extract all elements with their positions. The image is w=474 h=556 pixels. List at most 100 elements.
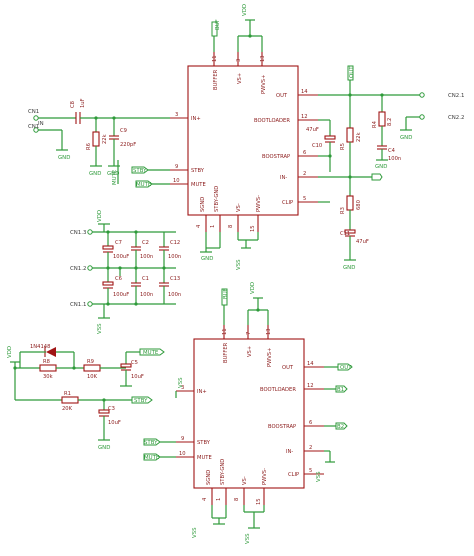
r1-value: 20K — [62, 406, 73, 412]
ic2-pin-num-in-minus: 2 — [309, 445, 312, 451]
c1-ref: C1 — [142, 276, 149, 282]
ic2-label-vs-plus: VS+ — [247, 346, 253, 357]
ic1-pin-num-clip: 5 — [303, 196, 306, 202]
r1-ref: R1 — [64, 391, 71, 397]
net-label-vss-ic1: VSS — [236, 259, 242, 270]
c11-ref: C11 — [340, 231, 350, 237]
ic1-label-pwvs-minus: PWVS- — [256, 195, 262, 212]
ic1-bottom-wiring: GND VSS — [200, 232, 259, 270]
net-label-gnd-c4: GND — [375, 164, 387, 170]
c8-value: 1uF — [80, 98, 86, 108]
ic2-pin-num-out: 14 — [307, 361, 314, 367]
net-label-stby-1: STBY — [133, 168, 147, 174]
ic1-control-flags: STBY MUTE MUTE — [112, 160, 170, 188]
r8-value: 30k — [43, 374, 53, 380]
c9-ref: C9 — [120, 128, 127, 134]
net-label-vss-ic2-a: VSS — [192, 527, 198, 538]
net-label-mute-1: MUTE — [136, 182, 152, 188]
ic2-label-boostrap: BOOSTRAP — [268, 424, 296, 430]
net-label-gnd-c9: GND — [107, 171, 119, 177]
ic1-label-sgnd: SGND — [200, 197, 206, 212]
r3-ref: R3 — [340, 207, 346, 214]
ic2-label-clip: CLIP — [288, 472, 299, 478]
ic1-label-boostrap: BOOSTRAP — [262, 154, 290, 160]
r9-value: 10K — [87, 374, 98, 380]
net-label-mute-timing: MUTE — [143, 350, 159, 356]
ic2-wiring: BUF VDD VSS VSS VSS STBY MUTE OUT B1 — [143, 282, 353, 544]
ic1-label-in-minus: IN- — [280, 175, 287, 181]
ic2-pin-num-buffer: 11 — [222, 328, 228, 335]
ic1-pin-num-boostrap: 6 — [303, 150, 306, 156]
c1-value: 100n — [140, 292, 153, 298]
ic2-label-out: OUT — [282, 365, 294, 371]
net-label-vdd-timing: VDD — [7, 346, 13, 358]
r9-ref: R9 — [87, 359, 94, 365]
net-label-mute-2: MUTE — [144, 455, 160, 461]
connector-label-cn1-3: CN1.3 — [70, 230, 86, 236]
c5-ref: C5 — [131, 360, 138, 366]
ic2-pin-num-stby: 9 — [181, 436, 184, 442]
ic1-pin-num-vs-plus: 3 — [236, 59, 242, 62]
d1-value: 1N4148 — [30, 344, 50, 350]
r4-value: 8.2 — [387, 118, 393, 126]
net-label-in: IN — [38, 121, 44, 127]
c5-value: 10uF — [131, 374, 144, 380]
r8-ref: R8 — [43, 359, 50, 365]
r3-value: 680 — [356, 200, 362, 210]
ic2-label-stby-gnd: STBY-GND — [220, 459, 226, 485]
net-label-out-2: OUT — [340, 365, 352, 371]
connector-label-cn1-1: CN1.1 — [70, 302, 86, 308]
ic2-label-pwvs-plus: PWVS+ — [267, 348, 273, 367]
c6-value: 100uF — [113, 292, 129, 298]
ic1-pin-num-in-plus: 3 — [175, 112, 178, 118]
ic2-pin-num-pwvs-minus: 15 — [256, 498, 262, 505]
ic1-pin-num-pwvs-minus: 15 — [250, 225, 256, 232]
ic2-pin-num-vs-plus: 7 — [246, 332, 252, 335]
ic2-label-sgnd: SGND — [206, 470, 212, 485]
net-label-vdd-1: VDD — [242, 4, 248, 16]
ic2-pin-num-mute: 10 — [179, 451, 186, 457]
c7-value: 100uF — [113, 254, 129, 260]
c13-ref: C13 — [170, 276, 180, 282]
net-label-vss-inminus2: VSS — [316, 471, 322, 482]
ic1-label-mute: MUTE — [191, 182, 206, 188]
c4-value: 100n — [388, 156, 401, 162]
ic1-pin-num-buffer: 11 — [212, 55, 218, 62]
ic2-label-mute: MUTE — [197, 455, 212, 461]
ic2-pin-num-bootloader: 12 — [307, 383, 314, 389]
c11-value: 47uF — [356, 239, 369, 245]
ic2-label-bootloader: BOOTLOADER — [260, 387, 296, 393]
r5-ref: R5 — [340, 143, 346, 150]
connector-label-cn1-2: CN1.2 — [70, 266, 86, 272]
ic2-pin-num-vs-minus: 8 — [234, 498, 240, 501]
ic2-label-stby: STBY — [197, 440, 211, 446]
ic2-label-vs-minus: VS- — [242, 476, 248, 485]
net-label-vdd-bank: VDD — [97, 210, 103, 222]
ic1-pin-num-stby: 9 — [175, 164, 178, 170]
ic2-label-in-plus: IN+ — [197, 389, 207, 395]
c12-value: 100n — [168, 254, 181, 260]
ic1-label-bootloader: BOOTLOADER — [254, 118, 290, 124]
net-label-stby-2: STBY — [144, 440, 158, 446]
net-label-gnd-c11: GND — [343, 265, 355, 271]
ic1-label-clip: CLIP — [282, 200, 293, 206]
r4-ref: R4 — [372, 120, 378, 128]
ic2-pin-num-pwvs-plus: 13 — [266, 328, 272, 335]
c6-ref: C6 — [115, 276, 122, 282]
connector-label-cn2-2: CN2.2 — [448, 115, 464, 121]
net-label-gnd-ic1: GND — [201, 256, 213, 262]
net-label-gnd-cn2: GND — [400, 135, 412, 141]
amplifier-ic-2: 11 7 13 BUFFER VS+ PWVS+ 3 9 10 IN+ STBY… — [176, 325, 324, 505]
ic1-pin-num-stby-gnd: 1 — [210, 225, 216, 228]
ic1-label-vs-plus: VS+ — [237, 73, 243, 84]
ic1-pin-num-vs-minus: 8 — [228, 225, 234, 228]
ic1-label-buffer: BUFFER — [213, 69, 219, 90]
input-network: CN1 IN C8 1uF GND R6 22k GND C9 220pF GN… — [28, 98, 170, 177]
c4-ref: C4 — [388, 148, 396, 154]
c10-value: 47uF — [306, 127, 319, 133]
c12-ref: C12 — [170, 240, 180, 246]
ic2-label-pwvs-minus: PWVS- — [262, 468, 268, 485]
net-label-vdd-2: VDD — [250, 282, 256, 294]
connector-label-cn1-b: CN1 — [28, 124, 39, 130]
